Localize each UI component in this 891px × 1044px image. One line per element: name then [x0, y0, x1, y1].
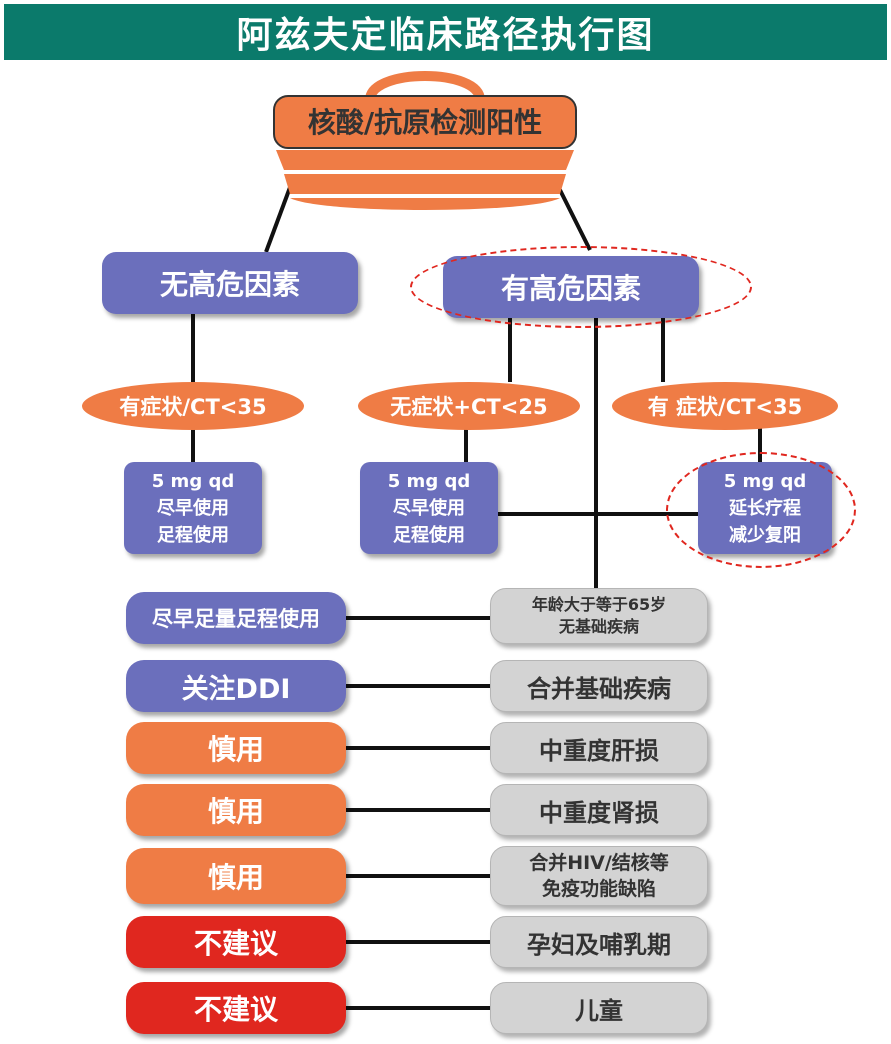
action-row-7: 不建议 [126, 982, 346, 1034]
condition-left: 有症状/CT<35 [82, 382, 304, 430]
population-row-5: 合并HIV/结核等 免疫功能缺陷 [490, 846, 708, 906]
highlight-risk-dashed [410, 246, 752, 328]
population-row-7: 儿童 [490, 982, 708, 1034]
page-title: 阿兹夫定临床路径执行图 [4, 4, 887, 60]
condition-right: 有 症状/CT<35 [612, 382, 838, 430]
dose-box-left: 5 mg qd 尽早使用 足程使用 [124, 462, 262, 554]
connector-root-left [264, 181, 294, 253]
highlight-dose-dashed [666, 452, 856, 568]
dose-left-line-3: 足程使用 [157, 524, 229, 546]
action-row-5: 慎用 [126, 848, 346, 904]
population-row-4: 中重度肾损 [490, 784, 708, 836]
action-row-4: 慎用 [126, 784, 346, 836]
population-row-5-line-2: 免疫功能缺陷 [541, 878, 656, 900]
action-row-1: 尽早足量足程使用 [126, 592, 346, 644]
action-row-2: 关注DDI [126, 660, 346, 712]
condition-middle: 无症状+CT<25 [358, 382, 580, 430]
dose-left-line-2: 尽早使用 [157, 497, 229, 519]
population-row-5-line-1: 合并HIV/结核等 [529, 852, 669, 874]
population-row-1: 年龄大于等于65岁 无基础疾病 [490, 588, 708, 644]
connector-root-right [554, 181, 592, 251]
population-row-1-line-2: 无基础疾病 [558, 617, 639, 636]
action-row-3: 慎用 [126, 722, 346, 774]
dose-middle-line-2: 尽早使用 [393, 497, 465, 519]
population-row-3: 中重度肝损 [490, 722, 708, 774]
population-row-2: 合并基础疾病 [490, 660, 708, 712]
no-risk-node: 无高危因素 [102, 252, 358, 314]
root-node: 核酸/抗原检测阳性 [307, 106, 543, 139]
population-row-1-line-1: 年龄大于等于65岁 [531, 595, 667, 614]
dose-box-middle: 5 mg qd 尽早使用 足程使用 [360, 462, 498, 554]
action-row-6: 不建议 [126, 916, 346, 968]
dose-middle-line-3: 足程使用 [393, 524, 465, 546]
dose-middle-line-1: 5 mg qd [387, 470, 471, 492]
basket-shape [273, 71, 577, 210]
population-row-6: 孕妇及哺乳期 [490, 916, 708, 968]
dose-left-line-1: 5 mg qd [151, 470, 235, 492]
